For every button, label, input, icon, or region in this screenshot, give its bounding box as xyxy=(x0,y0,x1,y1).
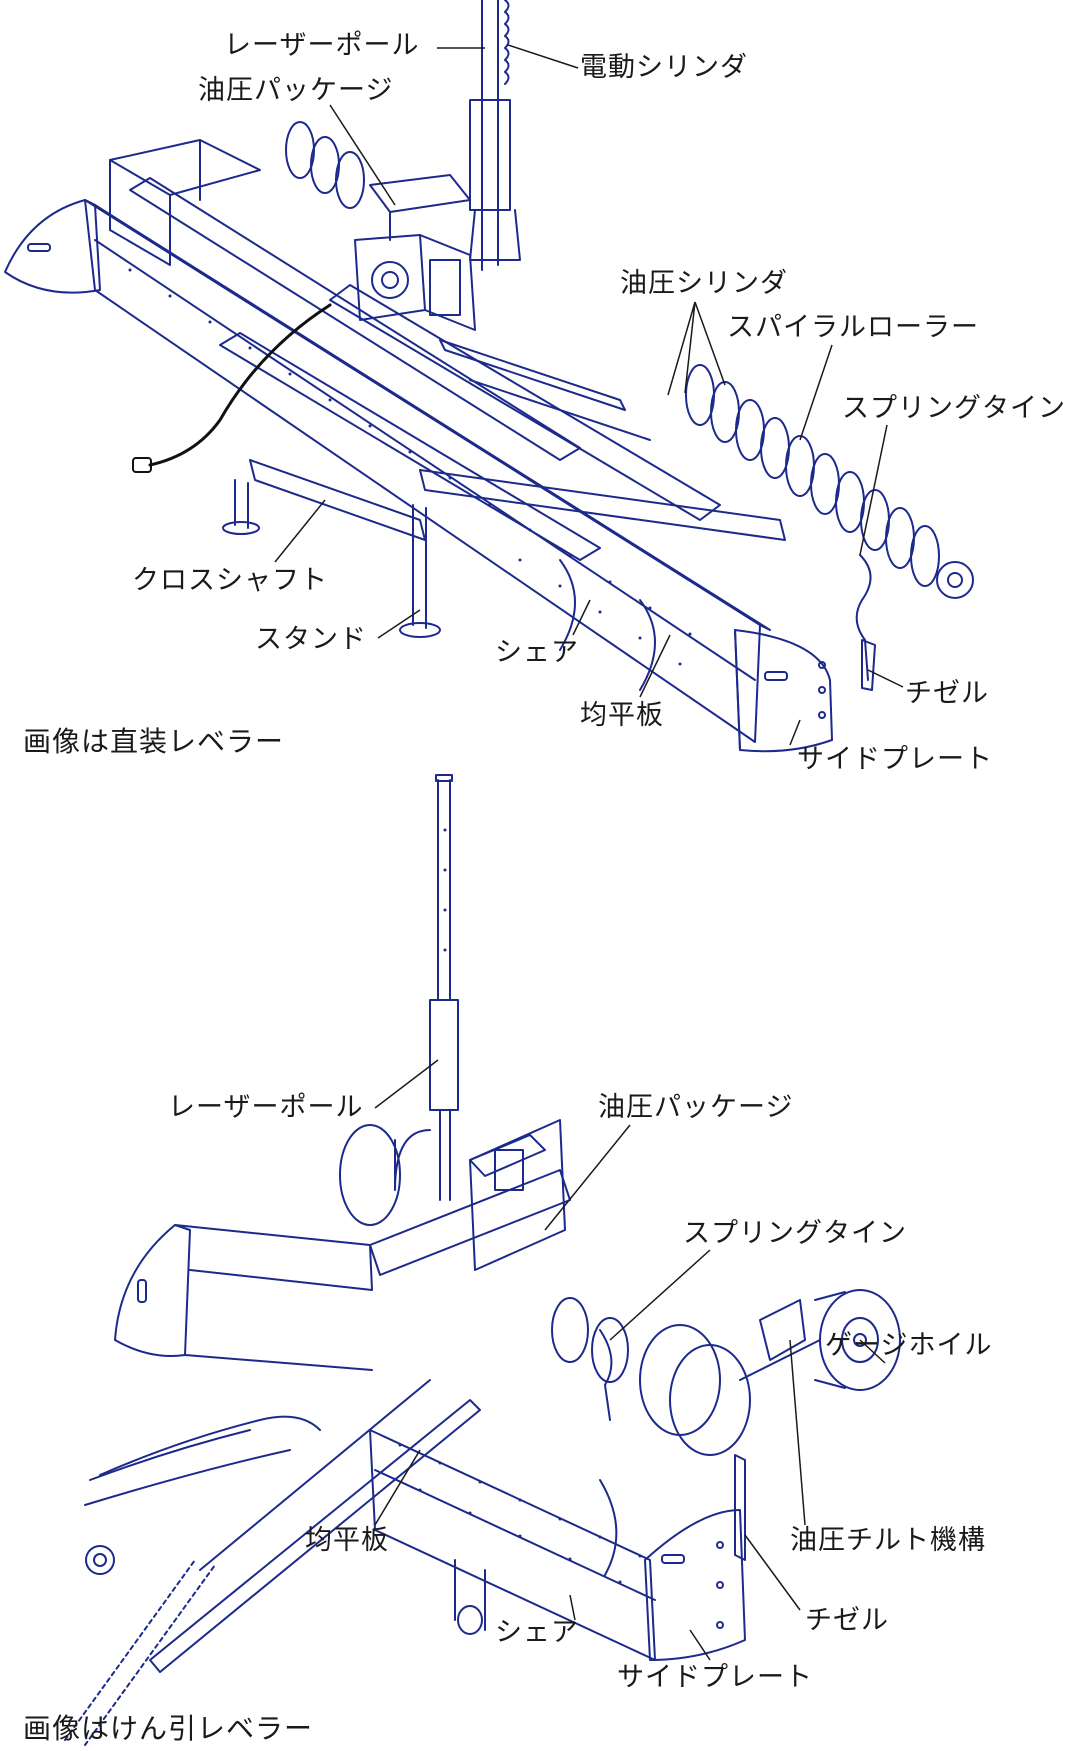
top-right-side-plate xyxy=(734,629,833,753)
caption-bottom: 画像はけん引レベラー xyxy=(23,1712,314,1745)
bottom-chisel xyxy=(734,1454,746,1561)
top-stand-left xyxy=(234,479,249,529)
label-top-electric-cylinder: 電動シリンダ xyxy=(580,52,748,83)
leader-bottom-share xyxy=(569,1594,576,1621)
label-top-spiral-roller: スパイラルローラー xyxy=(727,312,979,343)
label-bottom-side-plate: サイドプレート xyxy=(617,1662,813,1693)
label-bottom-share: シェア xyxy=(495,1617,579,1648)
bottom-left-side-plate xyxy=(114,1224,191,1357)
top-laser-pole xyxy=(481,0,499,271)
label-top-chisel: チゼル xyxy=(905,678,989,709)
bottom-gauge-wheel xyxy=(739,1289,901,1391)
leader-top-spiral-roller xyxy=(799,344,833,441)
leader-bottom-side-plate xyxy=(689,1629,711,1661)
leader-top-spring-tine xyxy=(859,424,888,556)
leader-top-share xyxy=(572,599,591,636)
label-bottom-chisel: チゼル xyxy=(805,1605,889,1636)
top-spring-tine xyxy=(855,554,872,681)
bottom-machine-illustration xyxy=(64,774,901,1746)
caption-top: 画像は直装レベラー xyxy=(23,725,285,758)
leader-top-stand xyxy=(377,609,421,639)
top-chisel xyxy=(861,639,876,691)
leader-top-cross-shaft xyxy=(274,499,326,563)
leader-bottom-spring-tine xyxy=(609,1249,711,1341)
leader-bottom-gauge-wheel xyxy=(859,1339,886,1364)
label-top-side-plate: サイドプレート xyxy=(797,744,993,775)
label-bottom-leveling-board: 均平板 xyxy=(305,1525,389,1556)
bottom-right-side-plate xyxy=(644,1509,746,1661)
leader-bottom-hydraulic-package xyxy=(544,1124,631,1231)
label-top-stand: スタンド xyxy=(255,624,367,655)
label-top-share: シェア xyxy=(495,637,579,668)
label-top-leveling-board: 均平板 xyxy=(580,700,664,731)
leader-bottom-chisel xyxy=(744,1534,801,1611)
label-bottom-hydraulic-tilt: 油圧チルト機構 xyxy=(790,1525,986,1556)
leader-bottom-leveling-board xyxy=(374,1449,421,1526)
leader-top-hydraulic-cylinder xyxy=(667,301,726,396)
leader-top-electric-cylinder xyxy=(507,44,579,69)
label-bottom-laser-pole: レーザーポール xyxy=(168,1092,364,1123)
label-top-cross-shaft: クロスシャフト xyxy=(132,565,328,596)
leader-lines xyxy=(274,44,904,1661)
top-leveling-board xyxy=(84,199,761,743)
bottom-spring-tine xyxy=(599,1329,613,1421)
label-top-laser-pole: レーザーポール xyxy=(224,30,420,61)
top-machine-illustration xyxy=(4,0,974,753)
leader-top-side-plate xyxy=(789,719,801,746)
leader-top-leveling-board xyxy=(639,634,671,698)
label-bottom-hydraulic-package: 油圧パッケージ xyxy=(598,1092,794,1123)
label-top-hydraulic-package: 油圧パッケージ xyxy=(198,75,394,106)
leader-bottom-hydraulic-tilt xyxy=(789,1339,806,1526)
label-top-hydraulic-cylinder: 油圧シリンダ xyxy=(620,268,788,299)
top-stand-right xyxy=(412,504,427,629)
top-cable xyxy=(148,303,332,467)
label-bottom-gauge-wheel: ゲージホイル xyxy=(825,1330,993,1361)
leader-top-chisel xyxy=(867,669,904,688)
label-bottom-spring-tine: スプリングタイン xyxy=(683,1218,907,1249)
label-top-spring-tine: スプリングタイン xyxy=(842,393,1066,424)
bottom-hydraulic-tilt xyxy=(759,1299,806,1361)
leader-top-hydraulic-package xyxy=(329,104,396,206)
top-cross-shaft xyxy=(249,459,426,541)
bottom-laser-pole xyxy=(437,779,451,1001)
top-spiral-roller xyxy=(285,121,974,599)
leader-bottom-laser-pole xyxy=(374,1059,439,1109)
